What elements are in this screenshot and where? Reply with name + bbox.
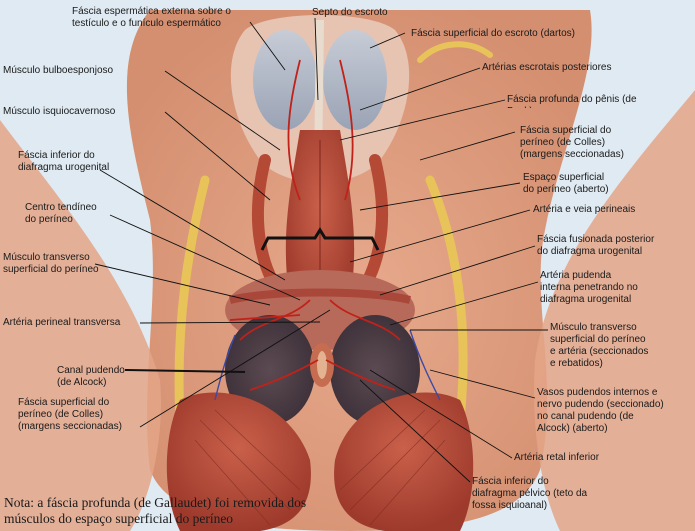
label-espaco-superficial: Espaço superficial do períneo (aberto) bbox=[523, 172, 609, 195]
label-fascia-fusionada: Fáscia fusionada posterior do diafragma … bbox=[537, 234, 655, 257]
label-fascia-profunda-penis: Fáscia profunda do pênis (de Buck) bbox=[507, 94, 637, 108]
label-fascia-superficial-escroto: Fáscia superficial do escroto (dartos) bbox=[411, 28, 575, 39]
label-arteria-perineal-transversa: Artéria perineal transversa bbox=[3, 317, 121, 328]
label-arteria-veia-perineais: Artéria e veia perineais bbox=[533, 204, 636, 215]
label-arteria-pudenda-interna: Artéria pudenda interna penetrando no di… bbox=[540, 270, 638, 305]
anus bbox=[310, 343, 334, 387]
label-fascia-inferior-diafragma-pelvico: Fáscia inferior do diafragma pélvico (te… bbox=[472, 476, 588, 511]
arteries bbox=[229, 59, 401, 391]
label-septo-escroto: Septo do escroto bbox=[312, 7, 388, 18]
label-arteria-retal-inferior: Artéria retal inferior bbox=[514, 452, 600, 463]
footnote: Nota: a fáscia profunda (de Gallaudet) f… bbox=[4, 495, 307, 526]
gluteus-muscles bbox=[166, 392, 474, 531]
label-musculo-transverso-right: Músculo transverso superficial do períne… bbox=[550, 322, 649, 369]
label-canal-pudendo: Canal pudendo (de Alcock) bbox=[57, 365, 125, 388]
muscle-striations bbox=[194, 409, 446, 526]
leader-lines bbox=[94, 17, 548, 483]
label-fascia-inferior-diafragma-urogenital: Fáscia inferior do diafragma urogenital bbox=[18, 150, 110, 173]
label-fascia-superficial-colles-left: Fáscia superficial do períneo (de Colles… bbox=[18, 397, 122, 432]
label-centro-tendineo: Centro tendíneo do períneo bbox=[25, 202, 97, 225]
label-musculo-bulboesponjoso: Músculo bulboesponjoso bbox=[3, 65, 114, 76]
bracket-mark bbox=[260, 227, 380, 251]
label-vasos-pudendos: Vasos pudendos internos e nervo pudendo … bbox=[537, 387, 664, 434]
label-arterias-escrotais: Artérias escrotais posteriores bbox=[482, 62, 612, 73]
veins bbox=[214, 329, 441, 401]
label-musculo-transverso-left: Músculo transverso superficial do períne… bbox=[3, 252, 99, 275]
label-fascia-espermatica: Fáscia espermática externa sobre o testí… bbox=[72, 6, 231, 29]
label-fascia-superficial-colles-right: Fáscia superficial do períneo (de Colles… bbox=[520, 125, 624, 160]
label-musculo-isquiocavernoso: Músculo isquiocavernoso bbox=[3, 106, 116, 117]
